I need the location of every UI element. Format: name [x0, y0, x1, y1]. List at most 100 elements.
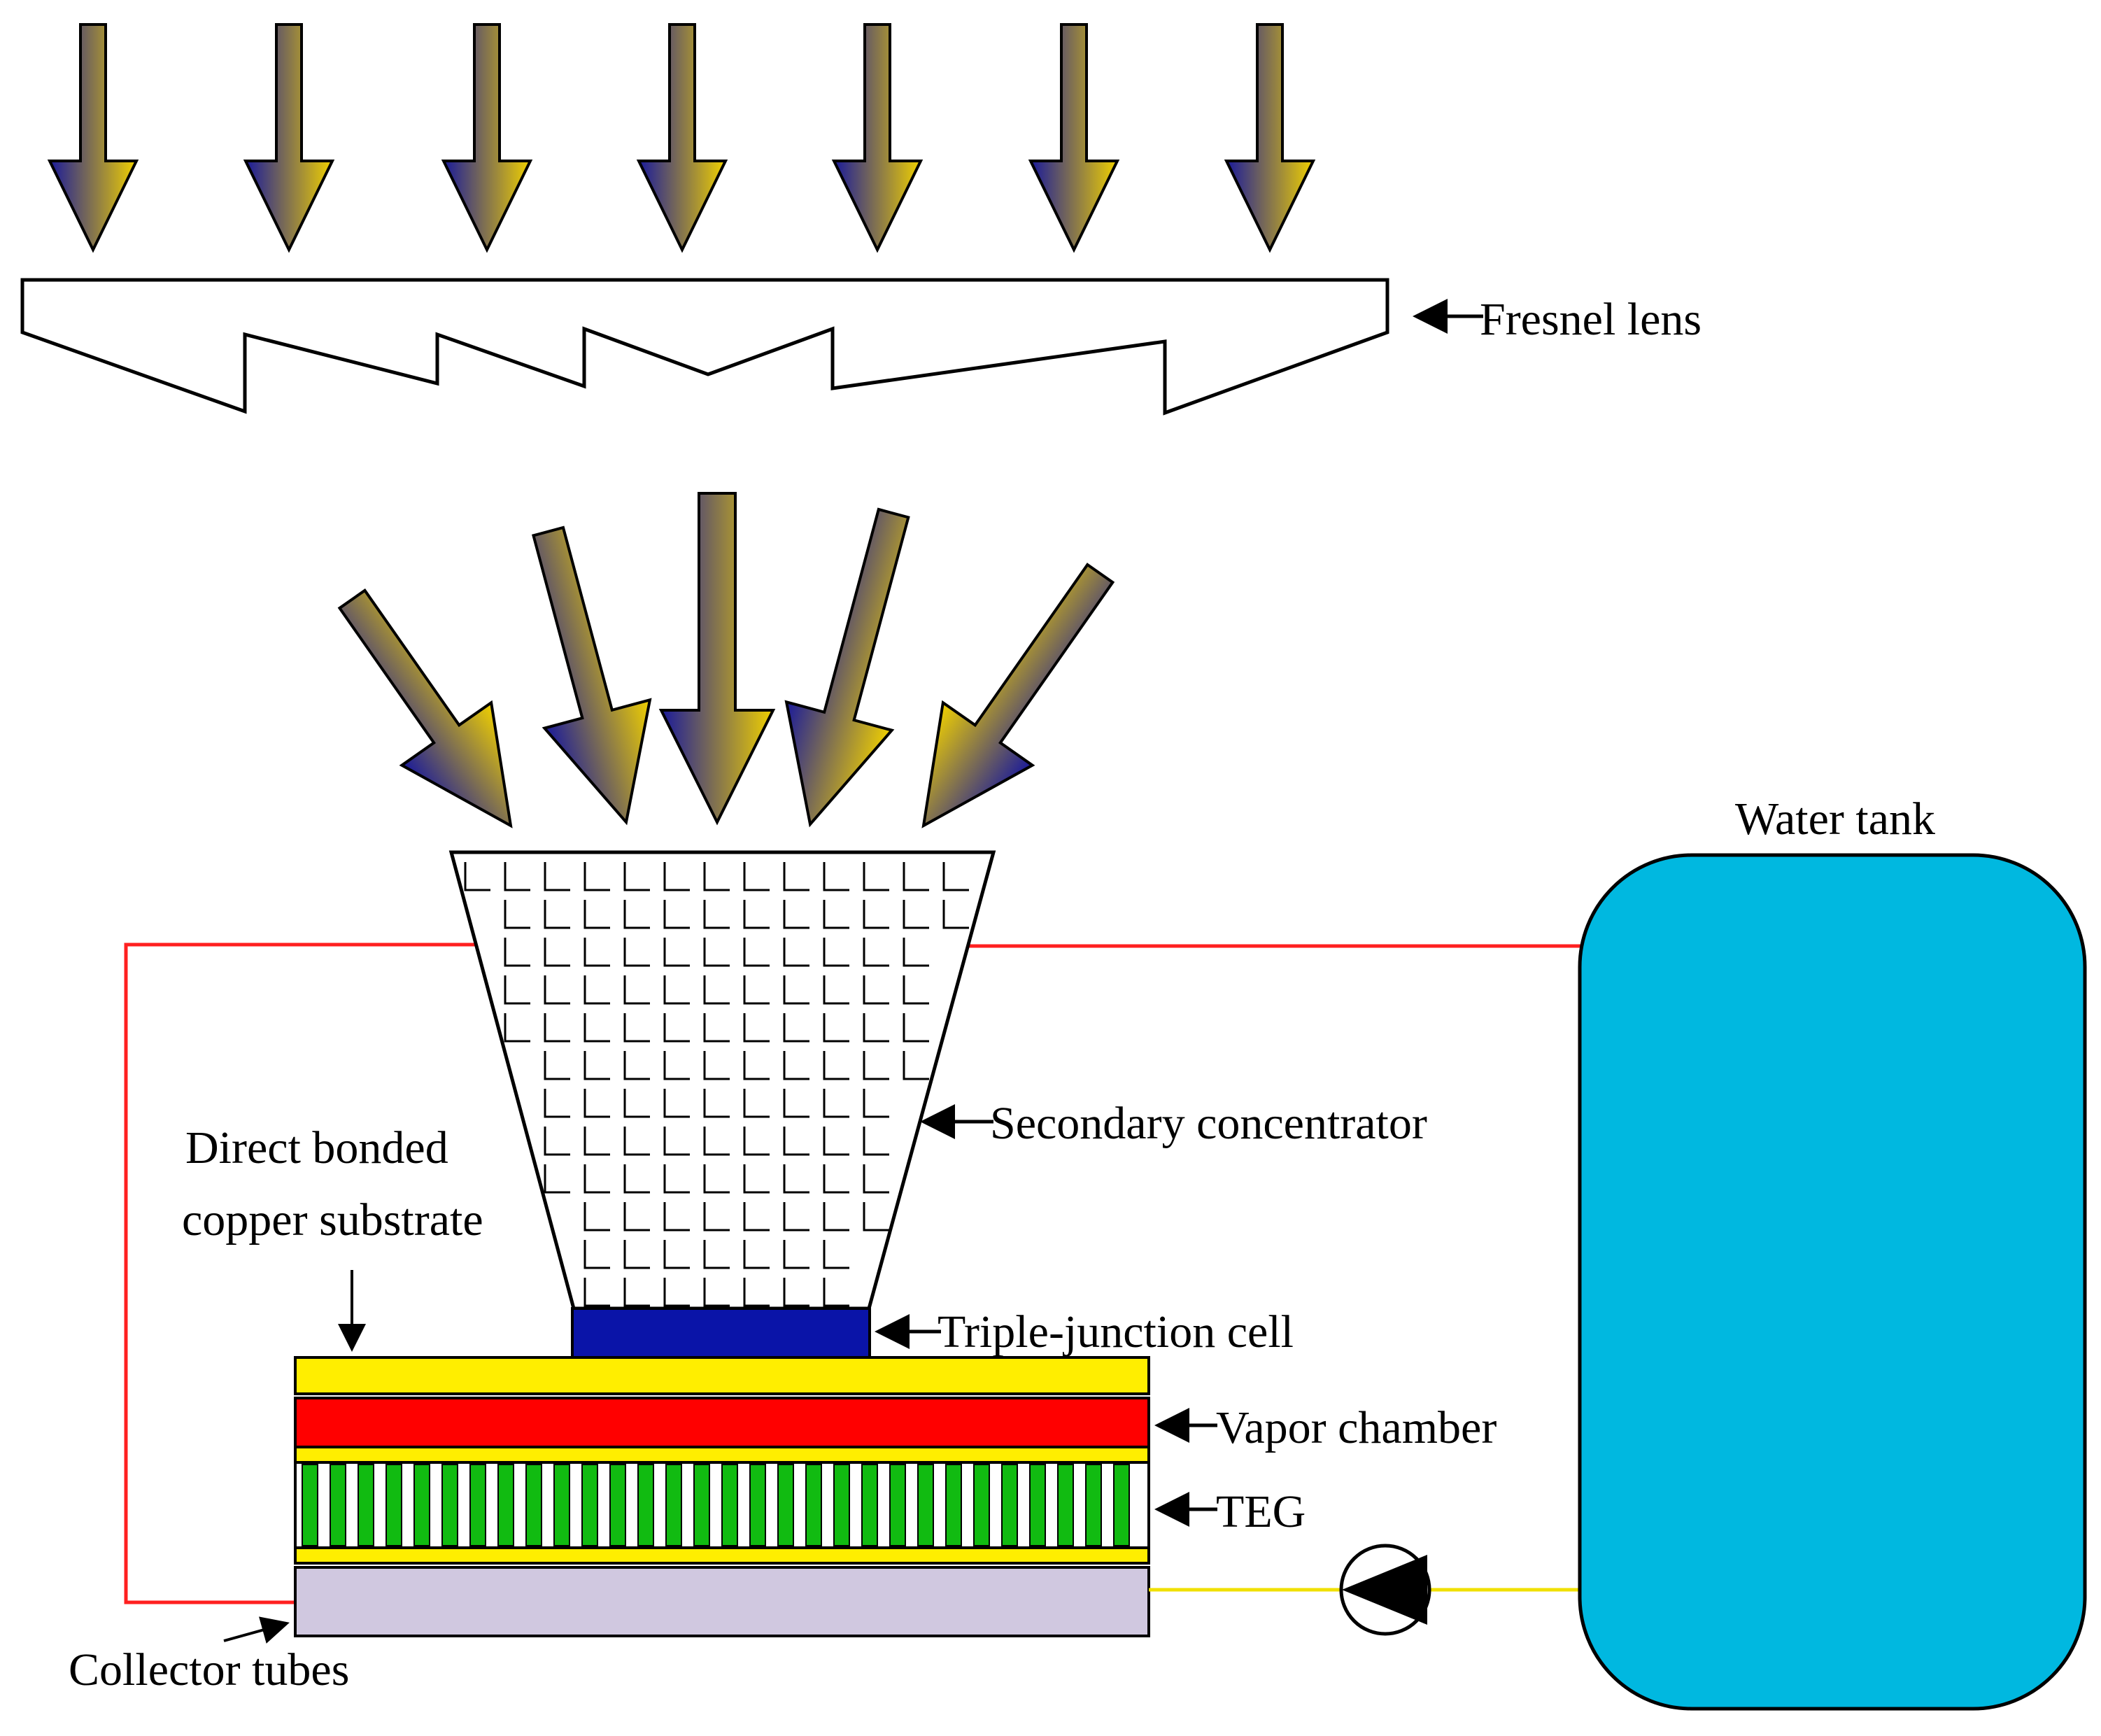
teg-leg	[693, 1464, 710, 1546]
concentrator-hatch-mark	[743, 1278, 770, 1307]
concentrator-hatch-mark	[623, 1164, 650, 1194]
concentrator-hatch-mark	[823, 862, 849, 891]
concentrator-hatch-mark	[504, 1013, 530, 1043]
concentrated-sunlight-arrows	[337, 492, 1115, 828]
concentrator-hatch-mark	[703, 975, 730, 1005]
concentrator-hatch-mark	[863, 1089, 889, 1118]
concentrator-hatch-mark	[823, 938, 849, 967]
concentrator-hatch-mark	[663, 1240, 690, 1269]
teg-leg	[581, 1464, 598, 1546]
concentrator-hatch-mark	[583, 1013, 610, 1043]
concentrator-hatch-mark	[903, 1051, 929, 1080]
concentrator-hatch-mark	[623, 1089, 650, 1118]
concentrator-hatch-mark	[823, 1089, 849, 1118]
concentrator-hatch-mark	[544, 1089, 570, 1118]
concentrator-hatch-mark	[783, 1089, 809, 1118]
concentrator-hatch-mark	[783, 1278, 809, 1307]
concentrator-hatch-mark	[703, 1089, 730, 1118]
concentrator-hatch-mark	[823, 975, 849, 1005]
concentrator-hatch-mark	[703, 1051, 730, 1080]
concentrator-hatch-mark	[623, 1127, 650, 1156]
teg-leg	[525, 1464, 542, 1546]
direct-bonded-label-line2: copper substrate	[182, 1194, 483, 1245]
concentrator-hatch-mark	[743, 1240, 770, 1269]
concentrator-hatch-mark	[544, 862, 570, 891]
concentrator-hatch-mark	[783, 1202, 809, 1232]
concentrator-hatch-mark	[504, 975, 530, 1005]
concentrator-hatch-mark	[663, 1278, 690, 1307]
concentrator-hatch-mark	[863, 1013, 889, 1043]
concentrator-hatch-mark	[583, 862, 610, 891]
triple-junction-cell-label: Triple-junction cell	[938, 1306, 1294, 1357]
down-arrow-icon	[243, 23, 335, 253]
concentrator-hatch-mark	[583, 900, 610, 929]
concentrator-hatch-mark	[863, 1051, 889, 1080]
concentrator-hatch-mark	[783, 862, 809, 891]
concentrator-hatch-mark	[823, 900, 849, 929]
triple-junction-cell	[571, 1307, 871, 1359]
concentrator-hatch-mark	[903, 862, 929, 891]
fresnel-lens	[20, 278, 1389, 416]
concentrator-hatch-mark	[544, 1051, 570, 1080]
teg-leg	[302, 1464, 318, 1546]
concentrator-hatch-mark	[623, 862, 650, 891]
concentrator-hatch-mark	[823, 1278, 849, 1307]
copper-substrate-lower-layer	[294, 1446, 1150, 1464]
teg-leg	[833, 1464, 850, 1546]
teg-leg	[973, 1464, 990, 1546]
concentrator-hatch-mark	[663, 1089, 690, 1118]
concentrator-hatch-mark	[863, 862, 889, 891]
concentrator-hatch-mark	[544, 1013, 570, 1043]
concentrator-hatch-mark	[743, 938, 770, 967]
concentrator-hatch-mark	[903, 900, 929, 929]
teg-leg	[1057, 1464, 1074, 1546]
teg-leg	[330, 1464, 346, 1546]
concentrator-hatch-mark	[583, 975, 610, 1005]
concentrator-hatch-mark	[823, 1051, 849, 1080]
concentrator-hatch-mark	[464, 862, 490, 891]
concentrator-hatch-mark	[703, 900, 730, 929]
down-arrow-icon	[831, 23, 924, 253]
concentrator-hatch-mark	[544, 975, 570, 1005]
teg-leg	[637, 1464, 654, 1546]
converging-arrow-icon	[337, 588, 513, 828]
incident-sunlight-arrows	[47, 23, 1316, 253]
teg-leg	[721, 1464, 738, 1546]
teg-leg	[413, 1464, 430, 1546]
concentrator-hatch-mark	[743, 1164, 770, 1194]
concentrator-hatch-mark	[663, 1164, 690, 1194]
concentrator-hatch-mark	[623, 938, 650, 967]
concentrator-hatch-mark	[623, 1013, 650, 1043]
concentrator-hatch-mark	[663, 1127, 690, 1156]
concentrator-hatch-mark	[703, 938, 730, 967]
concentrator-hatch-mark	[783, 1013, 809, 1043]
secondary-concentrator-label: Secondary concentrator	[990, 1098, 1427, 1149]
water-tank-label: Water tank	[1735, 793, 1935, 845]
teg-leg	[385, 1464, 402, 1546]
concentrator-hatch-mark	[623, 900, 650, 929]
teg-leg	[749, 1464, 766, 1546]
concentrator-hatch-mark	[863, 1127, 889, 1156]
down-arrow-icon	[47, 23, 139, 253]
concentrator-hatch-mark	[783, 975, 809, 1005]
concentrator-hatch-mark	[823, 1240, 849, 1269]
concentrator-hatch-mark	[743, 900, 770, 929]
concentrator-hatch-mark	[663, 975, 690, 1005]
concentrator-hatch-mark	[783, 1164, 809, 1194]
concentrator-hatch-mark	[583, 1202, 610, 1232]
concentrator-hatch-mark	[863, 975, 889, 1005]
concentrator-hatch-mark	[623, 1051, 650, 1080]
concentrator-hatch-mark	[903, 975, 929, 1005]
concentrator-hatch-mark	[504, 862, 530, 891]
concentrator-hatch-mark	[823, 1013, 849, 1043]
concentrator-hatch-mark	[903, 1013, 929, 1043]
concentrator-hatch-mark	[663, 900, 690, 929]
teg-leg	[861, 1464, 878, 1546]
direct-bonded-label-line1: Direct bonded	[185, 1122, 448, 1173]
concentrator-hatch-mark	[703, 1202, 730, 1232]
concentrator-hatch-mark	[703, 1127, 730, 1156]
teg-leg	[609, 1464, 626, 1546]
layer-stack	[294, 1356, 1150, 1637]
concentrator-hatch-mark	[863, 938, 889, 967]
concentrator-hatch-mark	[663, 1051, 690, 1080]
